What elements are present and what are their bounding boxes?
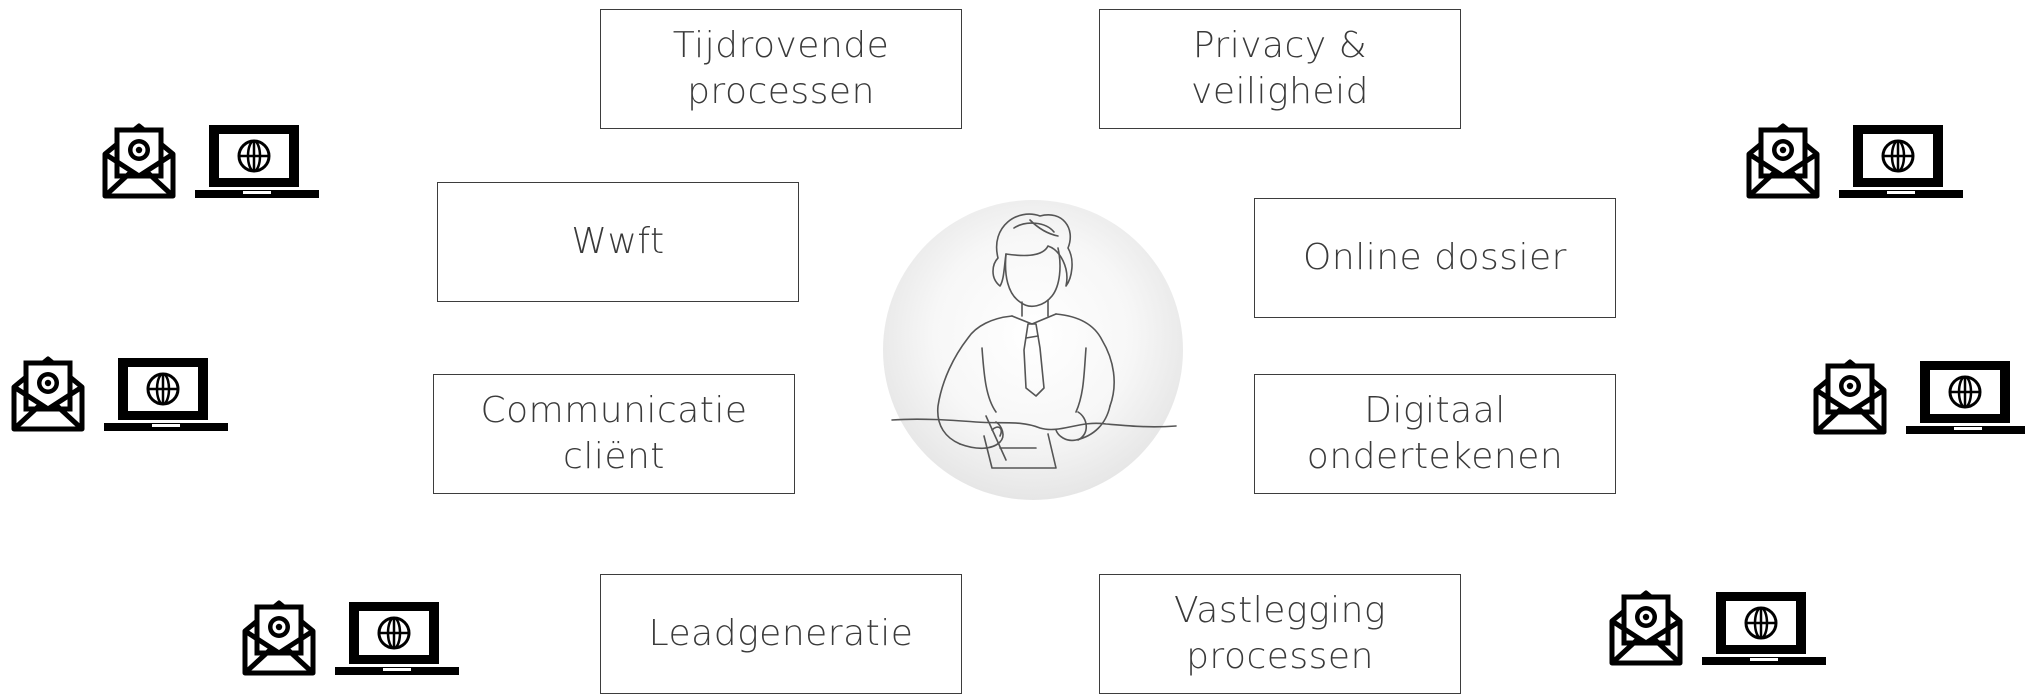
box-label: Tijdrovende processen: [672, 25, 890, 112]
email-laptop-icon-group-left-top: [101, 120, 331, 200]
laptop-globe-icon: [1904, 359, 2025, 436]
laptop-globe-icon: [333, 600, 461, 677]
email-laptop-icon-group-left-bottom: [241, 597, 471, 677]
email-laptop-icon-group-right-middle: [1812, 356, 2025, 436]
box-label: Communicatie cliënt: [480, 390, 748, 477]
email-laptop-icon-group-right-top: [1745, 120, 1975, 200]
email-laptop-icon-group-right-bottom: [1608, 587, 1838, 667]
email-laptop-icon-group-left-middle: [10, 353, 240, 433]
box-tijdrovende-processen: Tijdrovende processen: [600, 9, 962, 129]
email-envelope-icon: [101, 120, 179, 200]
email-envelope-icon: [241, 597, 319, 677]
box-label: Digitaal ondertekenen: [1306, 390, 1564, 477]
box-leadgeneratie: Leadgeneratie: [600, 574, 962, 694]
laptop-globe-icon: [1700, 590, 1828, 667]
box-label: Online dossier: [1303, 237, 1567, 278]
laptop-globe-icon: [1837, 123, 1965, 200]
box-vastlegging-processen: Vastlegging processen: [1099, 574, 1461, 694]
box-online-dossier: Online dossier: [1254, 198, 1616, 318]
box-wwft: Wwft: [437, 182, 799, 302]
box-label: Privacy & veiligheid: [1191, 25, 1369, 112]
box-label: Wwft: [571, 221, 665, 262]
email-envelope-icon: [1745, 120, 1823, 200]
box-privacy-veiligheid: Privacy & veiligheid: [1099, 9, 1461, 129]
box-communicatie-client: Communicatie cliënt: [433, 374, 795, 494]
email-envelope-icon: [10, 353, 88, 433]
email-envelope-icon: [1812, 356, 1890, 436]
person-signing-document-illustration: [883, 200, 1183, 500]
laptop-globe-icon: [193, 123, 321, 200]
laptop-globe-icon: [102, 356, 230, 433]
box-label: Vastlegging processen: [1173, 590, 1387, 677]
box-label: Leadgeneratie: [648, 613, 914, 654]
email-envelope-icon: [1608, 587, 1686, 667]
box-digitaal-ondertekenen: Digitaal ondertekenen: [1254, 374, 1616, 494]
